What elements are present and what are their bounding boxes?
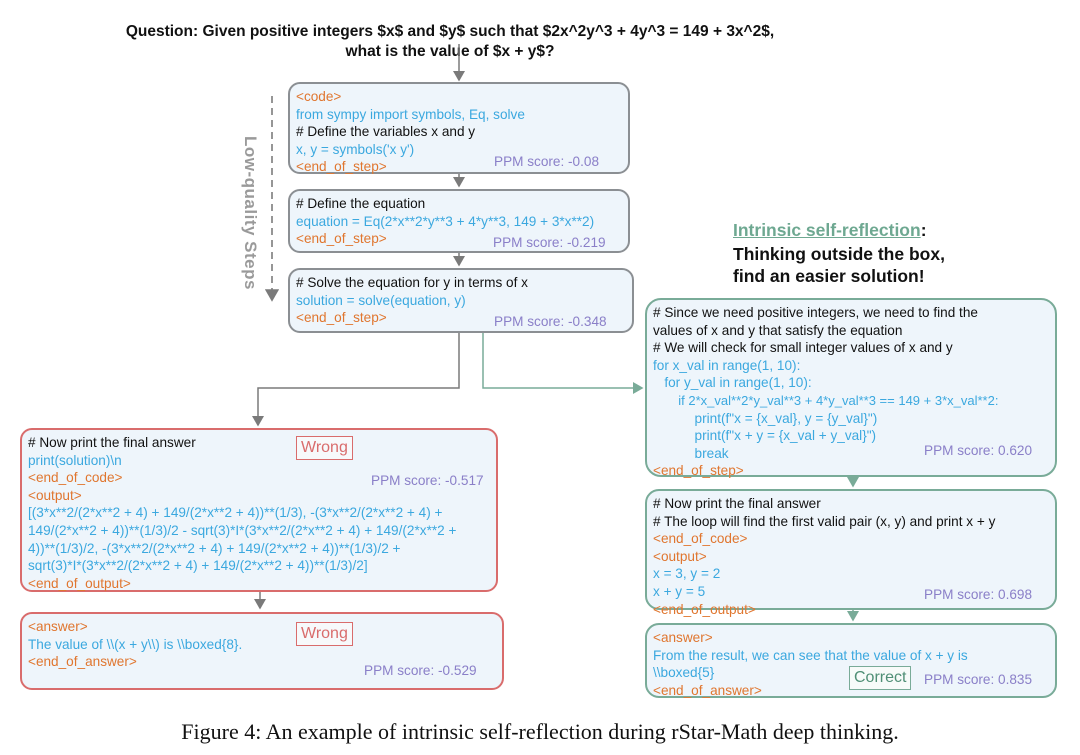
step-3-box: # Solve the equation for y in terms of x…: [288, 268, 634, 333]
reflection-output-box: # Now print the final answer # The loop …: [645, 489, 1057, 617]
self-reflection-subtitle: Thinking outside the box, find an easier…: [733, 244, 945, 286]
step-1-line: # Define the variables x and y: [296, 124, 476, 140]
self-reflection-colon: :: [920, 220, 927, 240]
ppm-score: PPM score: -0.529: [364, 663, 477, 678]
ppm-score: PPM score: -0.348: [494, 314, 607, 329]
wrong-code-line: sqrt(3)*I*(3*x**2/(2*x**2 + 4) + 149/(2*…: [28, 558, 368, 574]
question-line-1: Question: Given positive integers $x$ an…: [125, 23, 775, 40]
reflection-code-line: # Since we need positive integers, we ne…: [653, 305, 978, 320]
reflection-output-line: # Now print the final answer: [653, 496, 821, 511]
step-2-line: <end_of_step>: [296, 231, 387, 247]
step-3-line: solution = solve(equation, y): [296, 292, 466, 308]
ppm-score: PPM score: -0.08: [494, 154, 600, 169]
reflection-code-box: # Since we need positive integers, we ne…: [645, 298, 1057, 479]
reflection-code-line: if 2*x_val**2*y_val**3 + 4*y_val**3 == 1…: [653, 392, 999, 408]
reflection-answer-line: From the result, we can see that the val…: [653, 647, 968, 663]
reflection-code-line: break: [653, 445, 729, 461]
question-text: Question: Given positive integers $x$ an…: [60, 22, 840, 62]
wrong-badge: Wrong: [296, 436, 353, 460]
step-1-box: <code> from sympy import symbols, Eq, so…: [288, 82, 630, 174]
wrong-code-line: print(solution)\n: [28, 452, 122, 468]
figure-caption: Figure 4: An example of intrinsic self-r…: [181, 719, 899, 744]
step-1-line: <end_of_step>: [296, 159, 387, 175]
self-reflection-title: Intrinsic self-reflection:: [733, 219, 927, 241]
wrong-answer-code-box: # Now print the final answer print(solut…: [20, 428, 498, 592]
reflection-output-line: # The loop will find the first valid pai…: [653, 513, 996, 529]
step-2-line: equation = Eq(2*x**2*y**3 + 4*y**3, 149 …: [296, 213, 595, 229]
ppm-score: PPM score: -0.219: [493, 235, 606, 250]
wrong-answer-line: <end_of_answer>: [28, 654, 137, 670]
wrong-answer-line: The value of \\(x + y\\) is \\boxed{8}.: [28, 636, 243, 652]
wrong-code-line: <end_of_code>: [28, 470, 123, 486]
question-line-2: what is the value of $x + y$?: [345, 43, 555, 60]
step-3-line: <end_of_step>: [296, 310, 387, 326]
reflection-output-line: x + y = 5: [653, 583, 706, 599]
reflection-answer-box: <answer> From the result, we can see tha…: [645, 623, 1057, 698]
wrong-code-line: <output>: [28, 487, 82, 503]
low-quality-steps-label: Low-quality Steps: [241, 136, 260, 290]
correct-badge: Correct: [849, 666, 912, 690]
reflection-output-line: <end_of_output>: [653, 601, 756, 617]
wrong-badge: Wrong: [296, 622, 353, 646]
step-1-line: from sympy import symbols, Eq, solve: [296, 106, 525, 122]
reflection-code-line: values of x and y that satisfy the equat…: [653, 322, 903, 338]
step-1-line: <code>: [296, 89, 342, 104]
reflection-output-line: x = 3, y = 2: [653, 566, 721, 582]
reflection-code-line: print(f"x = {x_val}, y = {y_val}"): [653, 410, 878, 426]
reflection-code-line: for x_val in range(1, 10):: [653, 357, 801, 373]
wrong-answer-box: <answer> The value of \\(x + y\\) is \\b…: [20, 612, 504, 690]
step-3-line: # Solve the equation for y in terms of x: [296, 275, 528, 290]
ppm-score: PPM score: 0.698: [924, 587, 1033, 602]
ppm-score: PPM score: -0.517: [371, 473, 484, 488]
step-2-line: # Define the equation: [296, 196, 426, 211]
wrong-code-line: [(3*x**2/(2*x**2 + 4) + 149/(2*x**2 + 4)…: [28, 505, 443, 521]
wrong-code-line: # Now print the final answer: [28, 435, 196, 450]
wrong-code-line: 4))**(1/3)/2, -(3*x**2/(2*x**2 + 4) + 14…: [28, 540, 401, 556]
wrong-answer-line: <answer>: [28, 619, 88, 634]
self-reflection-title-link: Intrinsic self-reflection: [733, 220, 921, 240]
wrong-code-line: <end_of_output>: [28, 575, 131, 591]
reflection-answer-line: <end_of_answer>: [653, 682, 762, 698]
reflection-answer-line: <answer>: [653, 630, 713, 645]
reflection-output-line: <output>: [653, 548, 707, 564]
reflection-output-line: <end_of_code>: [653, 531, 748, 547]
reflection-code-line: print(f"x + y = {x_val + y_val}"): [653, 428, 877, 444]
reflection-answer-line: \\boxed{5}: [653, 665, 715, 681]
reflection-code-line: # We will check for small integer values…: [653, 340, 953, 356]
reflection-code-line: for y_val in range(1, 10):: [653, 375, 812, 391]
reflection-code-line: <end_of_step>: [653, 463, 744, 479]
ppm-score: PPM score: 0.620: [924, 443, 1033, 458]
ppm-score: PPM score: 0.835: [924, 672, 1033, 687]
wrong-code-line: 149/(2*x**2 + 4))**(1/3)/2 - sqrt(3)*I*(…: [28, 522, 457, 538]
step-1-line: x, y = symbols('x y'): [296, 141, 415, 157]
step-2-box: # Define the equation equation = Eq(2*x*…: [288, 189, 630, 253]
